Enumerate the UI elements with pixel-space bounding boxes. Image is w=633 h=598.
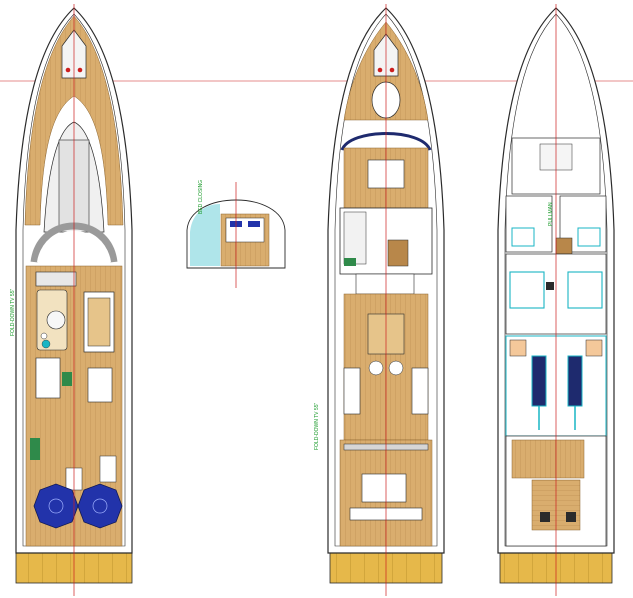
helm-console — [35, 271, 77, 287]
bed-closing-detail: BED CLOSING — [186, 180, 286, 288]
plant-box — [30, 438, 40, 460]
pullman-label: PULLMAN — [548, 202, 554, 226]
stair-icon — [387, 239, 409, 267]
tv-label: FOLD-DOWN TV 55" — [10, 289, 16, 336]
bow-light-icon — [377, 67, 383, 73]
dining-table — [46, 310, 66, 330]
stair-icon — [555, 237, 573, 255]
bow-light-icon — [389, 67, 395, 73]
lower-deck-plan: PULLMAN — [497, 4, 615, 596]
bar-counter-top — [87, 297, 111, 347]
galley-counter — [343, 211, 367, 265]
bow-light-icon — [77, 67, 83, 73]
aft-lounger — [99, 455, 117, 483]
flybridge-deck-plan: FOLD-DOWN TV 55" — [10, 4, 133, 596]
plant-box — [62, 372, 72, 386]
armchair-icon — [388, 360, 404, 376]
bed-icon — [577, 227, 601, 247]
bow-light-icon — [65, 67, 71, 73]
storage-locker — [87, 367, 113, 403]
sofa — [343, 367, 361, 415]
bed-icon — [509, 271, 545, 309]
jacuzzi-icon — [41, 339, 51, 349]
tank-icon — [509, 339, 527, 357]
sofa — [411, 367, 429, 415]
tv-label: FOLD-DOWN TV 55" — [314, 403, 320, 450]
plant-box — [344, 258, 356, 266]
hatch-icon — [566, 512, 576, 522]
pillow-icon — [248, 221, 260, 227]
bed-icon — [567, 271, 603, 309]
cockpit-table — [361, 473, 407, 503]
tank-icon — [585, 339, 603, 357]
hatch-icon — [540, 512, 550, 522]
bed-icon — [511, 227, 535, 247]
engine-icon — [531, 355, 547, 407]
storage-locker — [35, 357, 61, 399]
sun-pad — [77, 483, 123, 529]
day-head — [355, 273, 415, 295]
engine-icon — [567, 355, 583, 407]
chair-icon — [546, 282, 554, 290]
detail-tinted-area — [190, 204, 220, 266]
chair-icon — [40, 332, 48, 340]
crew-floor — [511, 439, 585, 479]
bed-closing-label: BED CLOSING — [198, 180, 204, 214]
main-deck-plan: FOLD-DOWN TV 55" — [314, 4, 445, 596]
sun-pad — [33, 483, 79, 529]
armchair-icon — [368, 360, 384, 376]
